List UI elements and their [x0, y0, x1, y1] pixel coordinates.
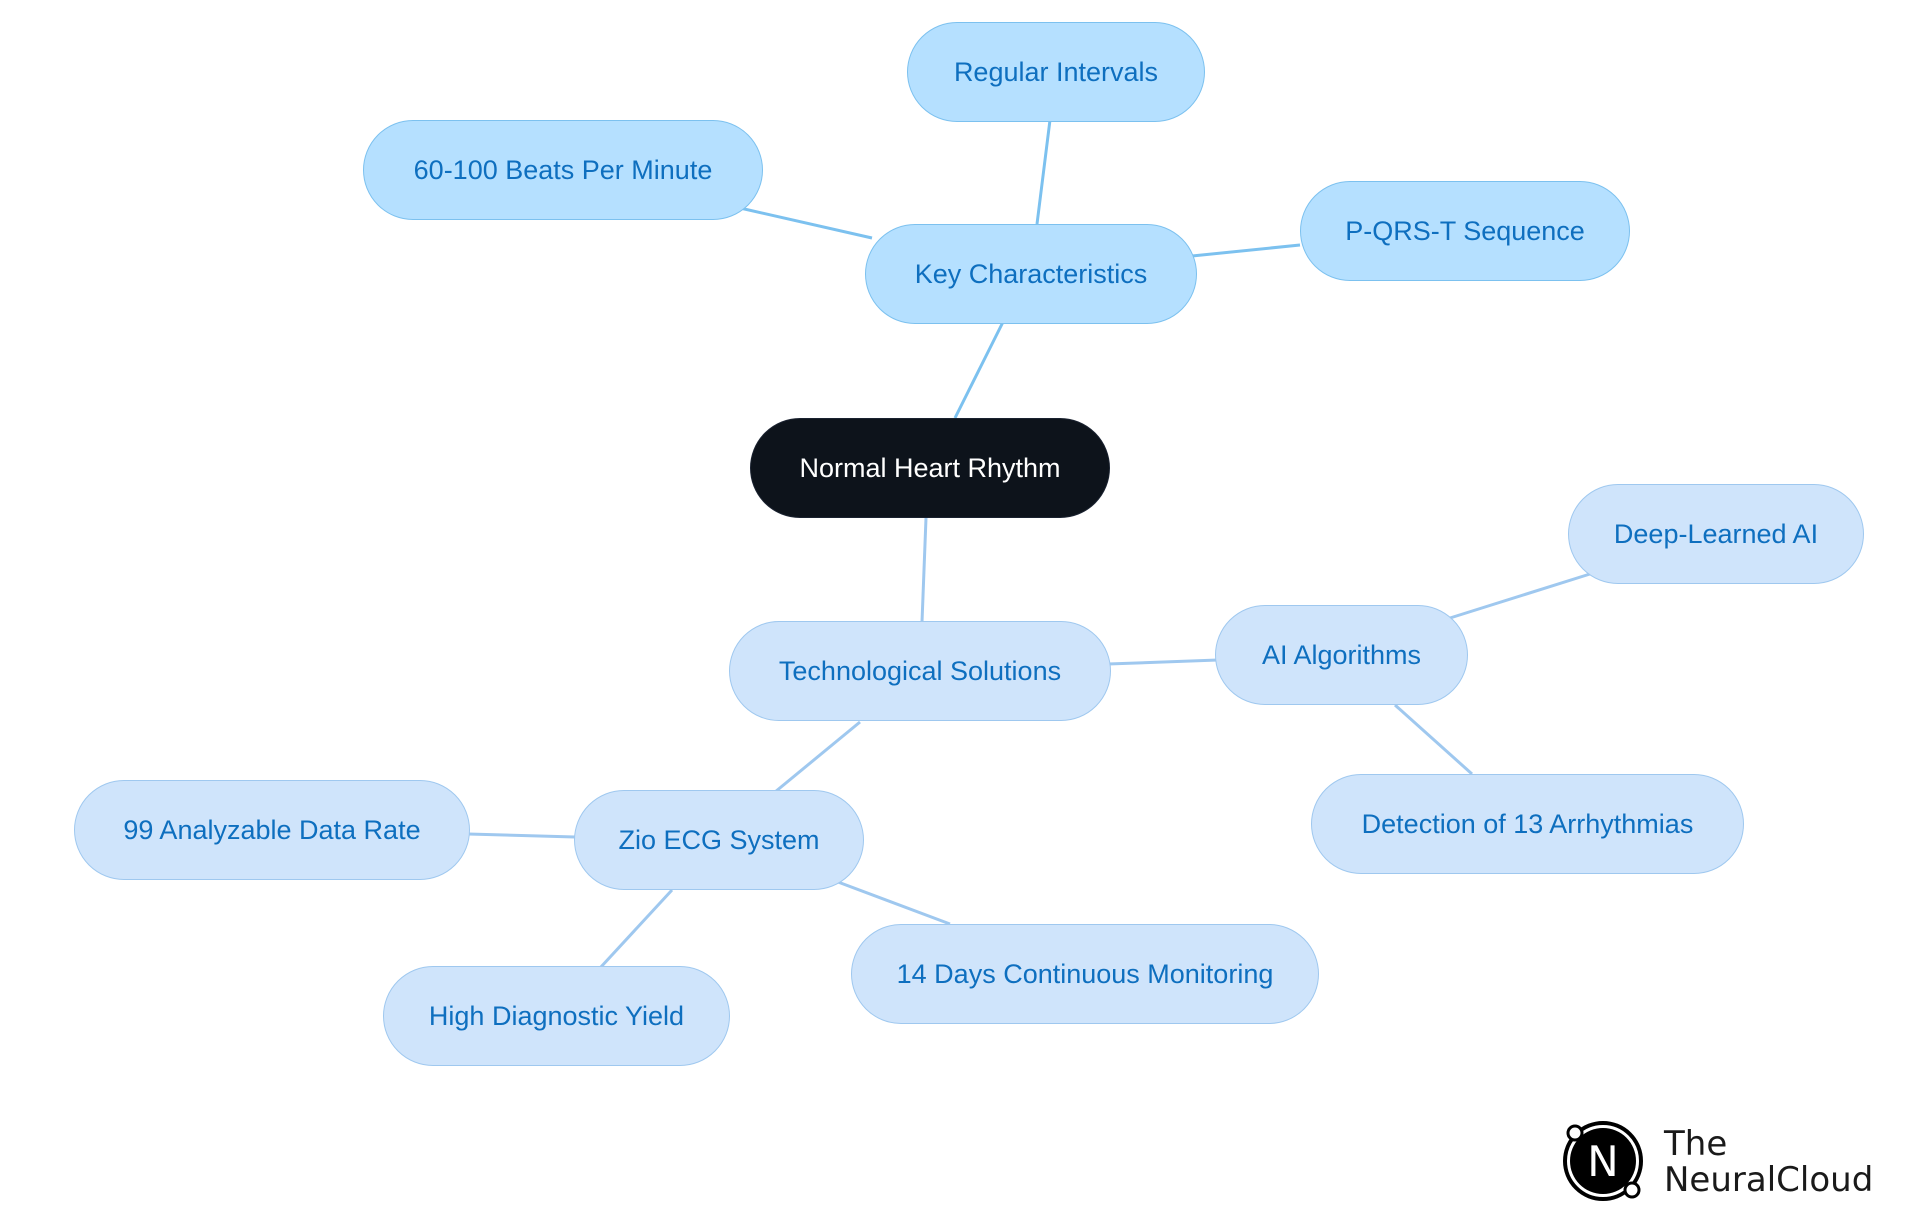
edge-ai-deep-learned — [1449, 572, 1591, 620]
node-regular-intervals: Regular Intervals — [907, 22, 1205, 122]
edge-tech-zio — [774, 720, 861, 794]
brand-wordmark-line1: The — [1664, 1124, 1728, 1164]
node-ai-algorithms: AI Algorithms — [1215, 605, 1468, 705]
edge-root-technological-solutions — [920, 517, 928, 623]
edge-ai-detection — [1393, 703, 1474, 776]
brand-wordmark: The NeuralCloud — [1664, 1126, 1873, 1198]
node-technological-solutions: Technological Solutions — [729, 621, 1111, 721]
edge-zio-monitoring — [837, 880, 951, 926]
edge-root-key-characteristics — [953, 321, 1005, 419]
node-beats-per-minute: 60-100 Beats Per Minute — [363, 120, 763, 220]
brand-wordmark-line2: NeuralCloud — [1664, 1160, 1874, 1200]
node-continuous-monitoring: 14 Days Continuous Monitoring — [851, 924, 1319, 1024]
svg-text:N: N — [1587, 1137, 1618, 1186]
node-detection-arrhythmias: Detection of 13 Arrhythmias — [1311, 774, 1744, 874]
edge-key-beats-per-minute — [739, 206, 873, 240]
node-deep-learned-ai: Deep-Learned AI — [1568, 484, 1864, 584]
node-zio-ecg-system: Zio ECG System — [574, 790, 864, 890]
edge-zio-analyzable — [467, 832, 576, 839]
node-root: Normal Heart Rhythm — [750, 418, 1110, 518]
node-key-characteristics: Key Characteristics — [865, 224, 1197, 324]
edge-zio-diagnostic-yield — [598, 888, 674, 970]
edge-key-regular-intervals — [1035, 119, 1052, 225]
node-pqrst-sequence: P-QRS-T Sequence — [1300, 181, 1630, 281]
node-high-diagnostic-yield: High Diagnostic Yield — [383, 966, 730, 1066]
brand-logo: N The NeuralCloud — [1560, 1118, 1900, 1208]
node-analyzable-data-rate: 99 Analyzable Data Rate — [74, 780, 470, 880]
neuralcloud-logo-icon: N — [1563, 1121, 1643, 1201]
edge-tech-ai-algorithms — [1107, 658, 1219, 666]
edge-key-pqrst — [1191, 243, 1301, 258]
